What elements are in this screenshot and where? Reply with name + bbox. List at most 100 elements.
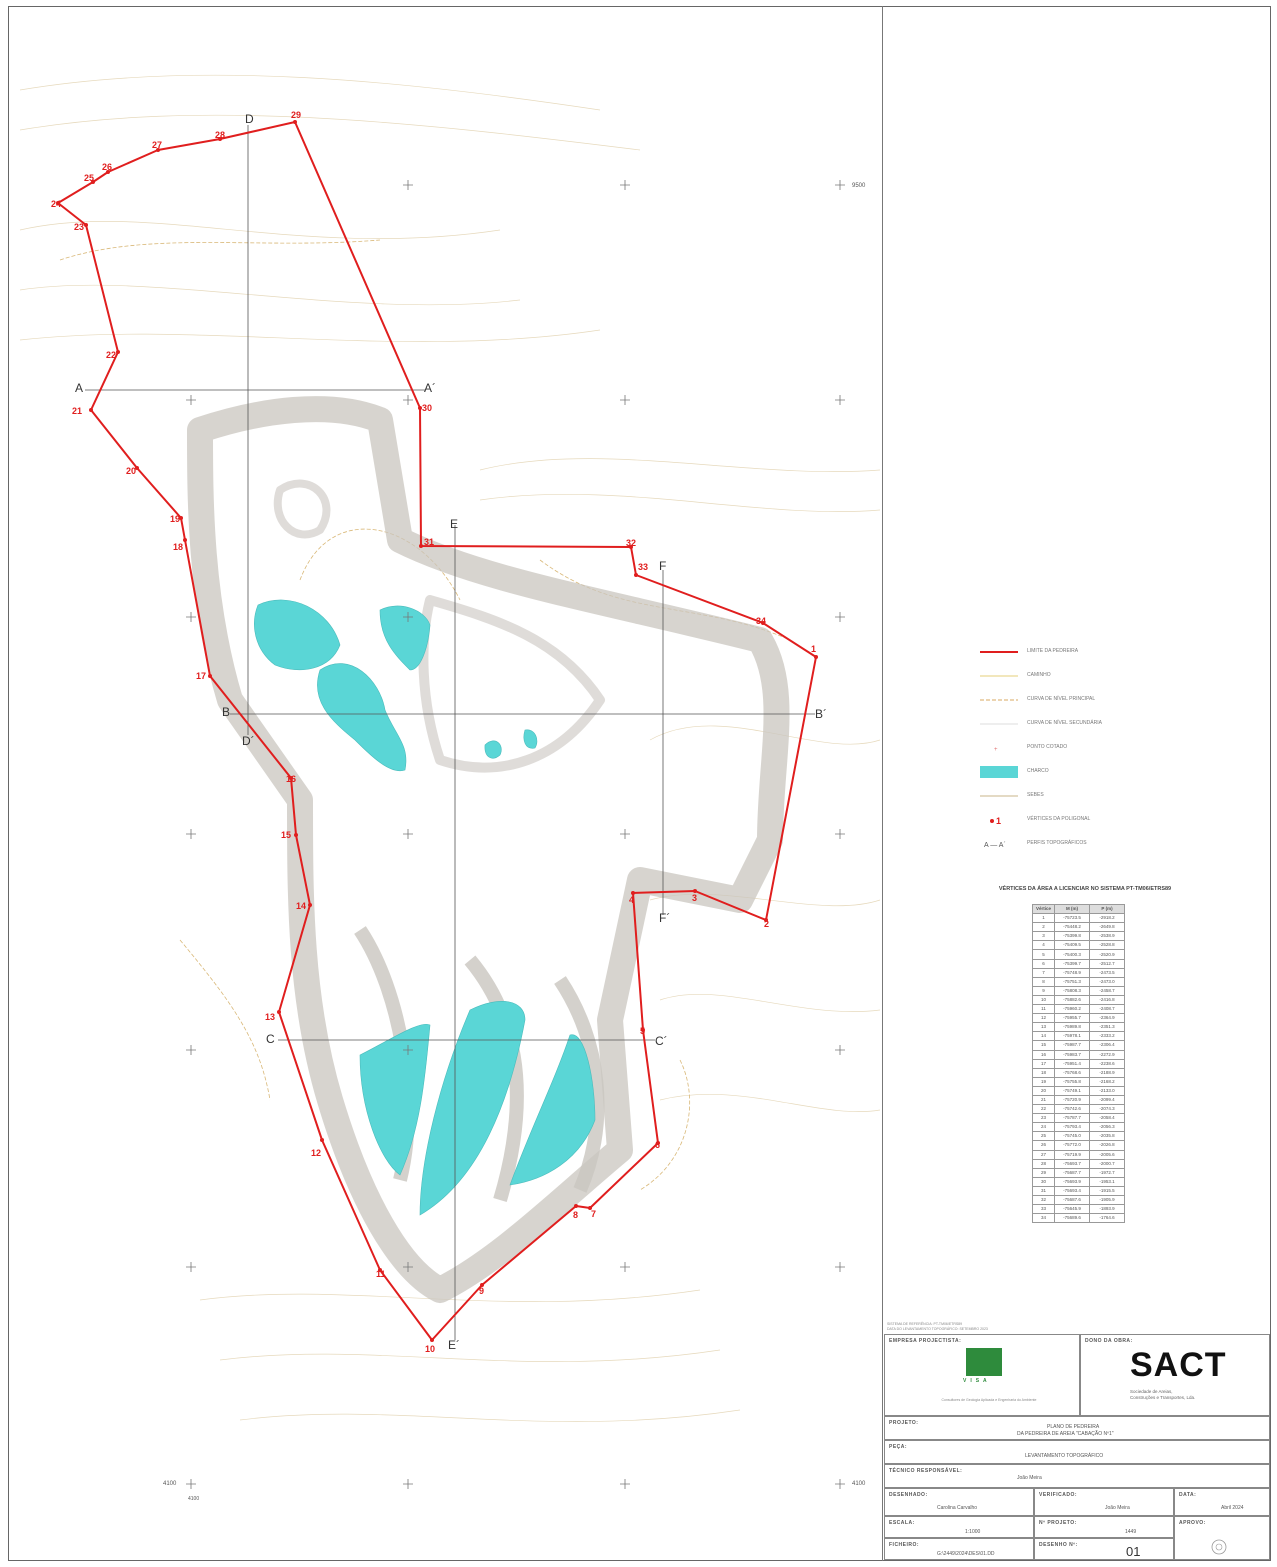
vertex-label: 14 bbox=[296, 901, 306, 911]
legend-label: CURVA DE NÍVEL PRINCIPAL bbox=[1027, 696, 1096, 702]
table-cell: -75989.8 bbox=[1054, 1022, 1091, 1033]
table-cell: -75748.9 bbox=[1054, 967, 1091, 978]
table-cell: -75768.6 bbox=[1054, 1067, 1091, 1078]
profile-symbol-label: A — A´ bbox=[984, 842, 1006, 849]
table-cell: 6 bbox=[1031, 958, 1056, 969]
table-cell: 14 bbox=[1031, 1031, 1056, 1042]
table-cell: 16 bbox=[1031, 1049, 1056, 1060]
svg-text:+: + bbox=[994, 747, 998, 753]
vertex-label: 2 bbox=[764, 919, 769, 929]
table-cell: 32 bbox=[1031, 1194, 1056, 1206]
vertex-label: 34 bbox=[756, 616, 766, 626]
table-cell: -2000.7 bbox=[1089, 1158, 1126, 1169]
table-cell: -2351.3 bbox=[1089, 1022, 1126, 1033]
vertex-label: 6 bbox=[655, 1140, 660, 1150]
vertex-label: 17 bbox=[196, 671, 206, 681]
table-cell: -75983.7 bbox=[1054, 1049, 1091, 1060]
section-label: B´ bbox=[815, 707, 827, 721]
table-cell: 21 bbox=[1031, 1094, 1056, 1106]
vertex-label: 30 bbox=[422, 403, 432, 413]
table-row: 15-75987.7-2306.4 bbox=[1031, 1040, 1126, 1051]
piece-name: LEVANTAMENTO TOPOGRÁFICO bbox=[1025, 1453, 1104, 1459]
table-cell: -1764.6 bbox=[1089, 1213, 1126, 1224]
table-cell: -75787.7 bbox=[1054, 1113, 1091, 1124]
technician-cell: TÉCNICO RESPONSÁVEL: João Meira bbox=[884, 1464, 1270, 1488]
title-block: EMPRESA PROJECTISTA: DONO DA OBRA: PROJE… bbox=[884, 1334, 1270, 1560]
file-cell: FICHEIRO: G:\2449\2024\DES\01.DD bbox=[884, 1538, 1034, 1560]
table-row: 19-75755.8-2168.2 bbox=[1031, 1076, 1126, 1087]
table-row: 33-75645.9-1893.9 bbox=[1031, 1204, 1126, 1215]
table-cell: -75745.0 bbox=[1054, 1131, 1091, 1142]
legend-item: CHARCO bbox=[975, 760, 1265, 784]
table-cell: -1972.7 bbox=[1089, 1167, 1126, 1178]
vertex-label: 4 bbox=[629, 895, 634, 905]
column-header: Vértice bbox=[1031, 903, 1056, 915]
reference-note: SISTEMA DE REFERÊNCIA: PT-TM06/ETRS89 DA… bbox=[887, 1322, 988, 1331]
vertex-label: 10 bbox=[425, 1344, 435, 1354]
table-cell: -75689.6 bbox=[1054, 1213, 1091, 1224]
table-cell: -75755.8 bbox=[1054, 1076, 1091, 1087]
table-row: 6-75399.7-2512.7 bbox=[1031, 958, 1126, 969]
table-cell: 15 bbox=[1031, 1040, 1056, 1051]
vertex-label: 27 bbox=[152, 140, 162, 150]
table-cell: -75448.2 bbox=[1054, 922, 1091, 933]
file-path: G:\2449\2024\DES\01.DD bbox=[937, 1551, 995, 1557]
table-cell: 23 bbox=[1031, 1113, 1056, 1124]
legend-label: CHARCO bbox=[1027, 768, 1049, 774]
table-cell: -2035.8 bbox=[1089, 1131, 1126, 1142]
legend-item: CURVA DE NÍVEL PRINCIPAL bbox=[975, 688, 1265, 712]
project-name: PLANO DE PEDREIRA bbox=[1047, 1424, 1100, 1430]
secondary-contour-symbol bbox=[980, 723, 1018, 725]
hedge-symbol bbox=[980, 795, 1018, 797]
client-description: Sociedade de Areias, Construções e Trans… bbox=[1130, 1389, 1195, 1400]
topographic-map[interactable]: 9500 4100 4100 4100 1 2 3 4 5 6 bbox=[8, 6, 882, 1561]
project-cell: PROJETO: PLANO DE PEDREIRA DA PEDREIRA D… bbox=[884, 1416, 1270, 1440]
table-row: 7-75748.9-2473.5 bbox=[1031, 967, 1126, 978]
client-description-line: Sociedade de Areias, bbox=[1130, 1389, 1173, 1394]
table-cell: -75742.6 bbox=[1054, 1104, 1091, 1115]
table-cell: -1915.5 bbox=[1089, 1185, 1126, 1197]
table-cell: -2649.8 bbox=[1089, 922, 1126, 933]
vertex-label: 11 bbox=[376, 1269, 386, 1279]
date-caption: DATA: bbox=[1179, 1492, 1197, 1498]
table-cell: 18 bbox=[1031, 1067, 1056, 1078]
vertex-label: 21 bbox=[72, 406, 82, 416]
scale-cell: ESCALA: 1:1000 bbox=[884, 1516, 1034, 1538]
legend-label: CAMINHO bbox=[1027, 672, 1051, 678]
date-value: Abril 2024 bbox=[1221, 1505, 1244, 1511]
table-cell: -2005.6 bbox=[1089, 1149, 1126, 1160]
vertex-markers bbox=[56, 120, 818, 1342]
table-row: 16-75983.7-2272.9 bbox=[1031, 1049, 1126, 1060]
piece-caption: PEÇA: bbox=[889, 1444, 908, 1450]
drawing-sheet bbox=[8, 6, 1271, 1561]
drawn-by: Carolina Carvalho bbox=[937, 1505, 978, 1511]
table-row: 14-75978.1-2333.2 bbox=[1031, 1031, 1126, 1042]
water-bodies bbox=[254, 599, 596, 1216]
table-cell: -2333.2 bbox=[1089, 1031, 1126, 1042]
table-cell: 8 bbox=[1031, 976, 1056, 987]
table-cell: -75772.0 bbox=[1054, 1140, 1091, 1151]
vertex-label: 20 bbox=[126, 466, 136, 476]
table-cell: -2026.8 bbox=[1089, 1140, 1126, 1151]
table-cell: 27 bbox=[1031, 1149, 1056, 1160]
path-symbol bbox=[980, 675, 1018, 677]
table-cell: -2272.9 bbox=[1089, 1049, 1126, 1060]
grid-label: 4100 bbox=[852, 1481, 866, 1487]
table-cell: -75693.7 bbox=[1054, 1158, 1091, 1169]
table-cell: -2473.5 bbox=[1089, 967, 1126, 978]
table-cell: -1905.9 bbox=[1089, 1194, 1126, 1206]
table-cell: -75693.4 bbox=[1054, 1185, 1091, 1197]
table-cell: 4 bbox=[1031, 940, 1056, 951]
table-cell: -75793.4 bbox=[1054, 1122, 1091, 1133]
firm-caption: EMPRESA PROJECTISTA: bbox=[889, 1338, 962, 1344]
section-label: A bbox=[75, 381, 83, 395]
table-cell: -75399.7 bbox=[1054, 958, 1091, 969]
table-cell: -75400.3 bbox=[1054, 949, 1091, 960]
section-label: F´ bbox=[659, 911, 670, 925]
legend-label: SEBES bbox=[1027, 792, 1044, 798]
table-cell: -2306.4 bbox=[1089, 1040, 1126, 1051]
table-cell: 9 bbox=[1031, 985, 1056, 996]
column-header: P (m) bbox=[1089, 903, 1126, 915]
table-row: 3-75399.8-2538.9 bbox=[1031, 931, 1126, 942]
